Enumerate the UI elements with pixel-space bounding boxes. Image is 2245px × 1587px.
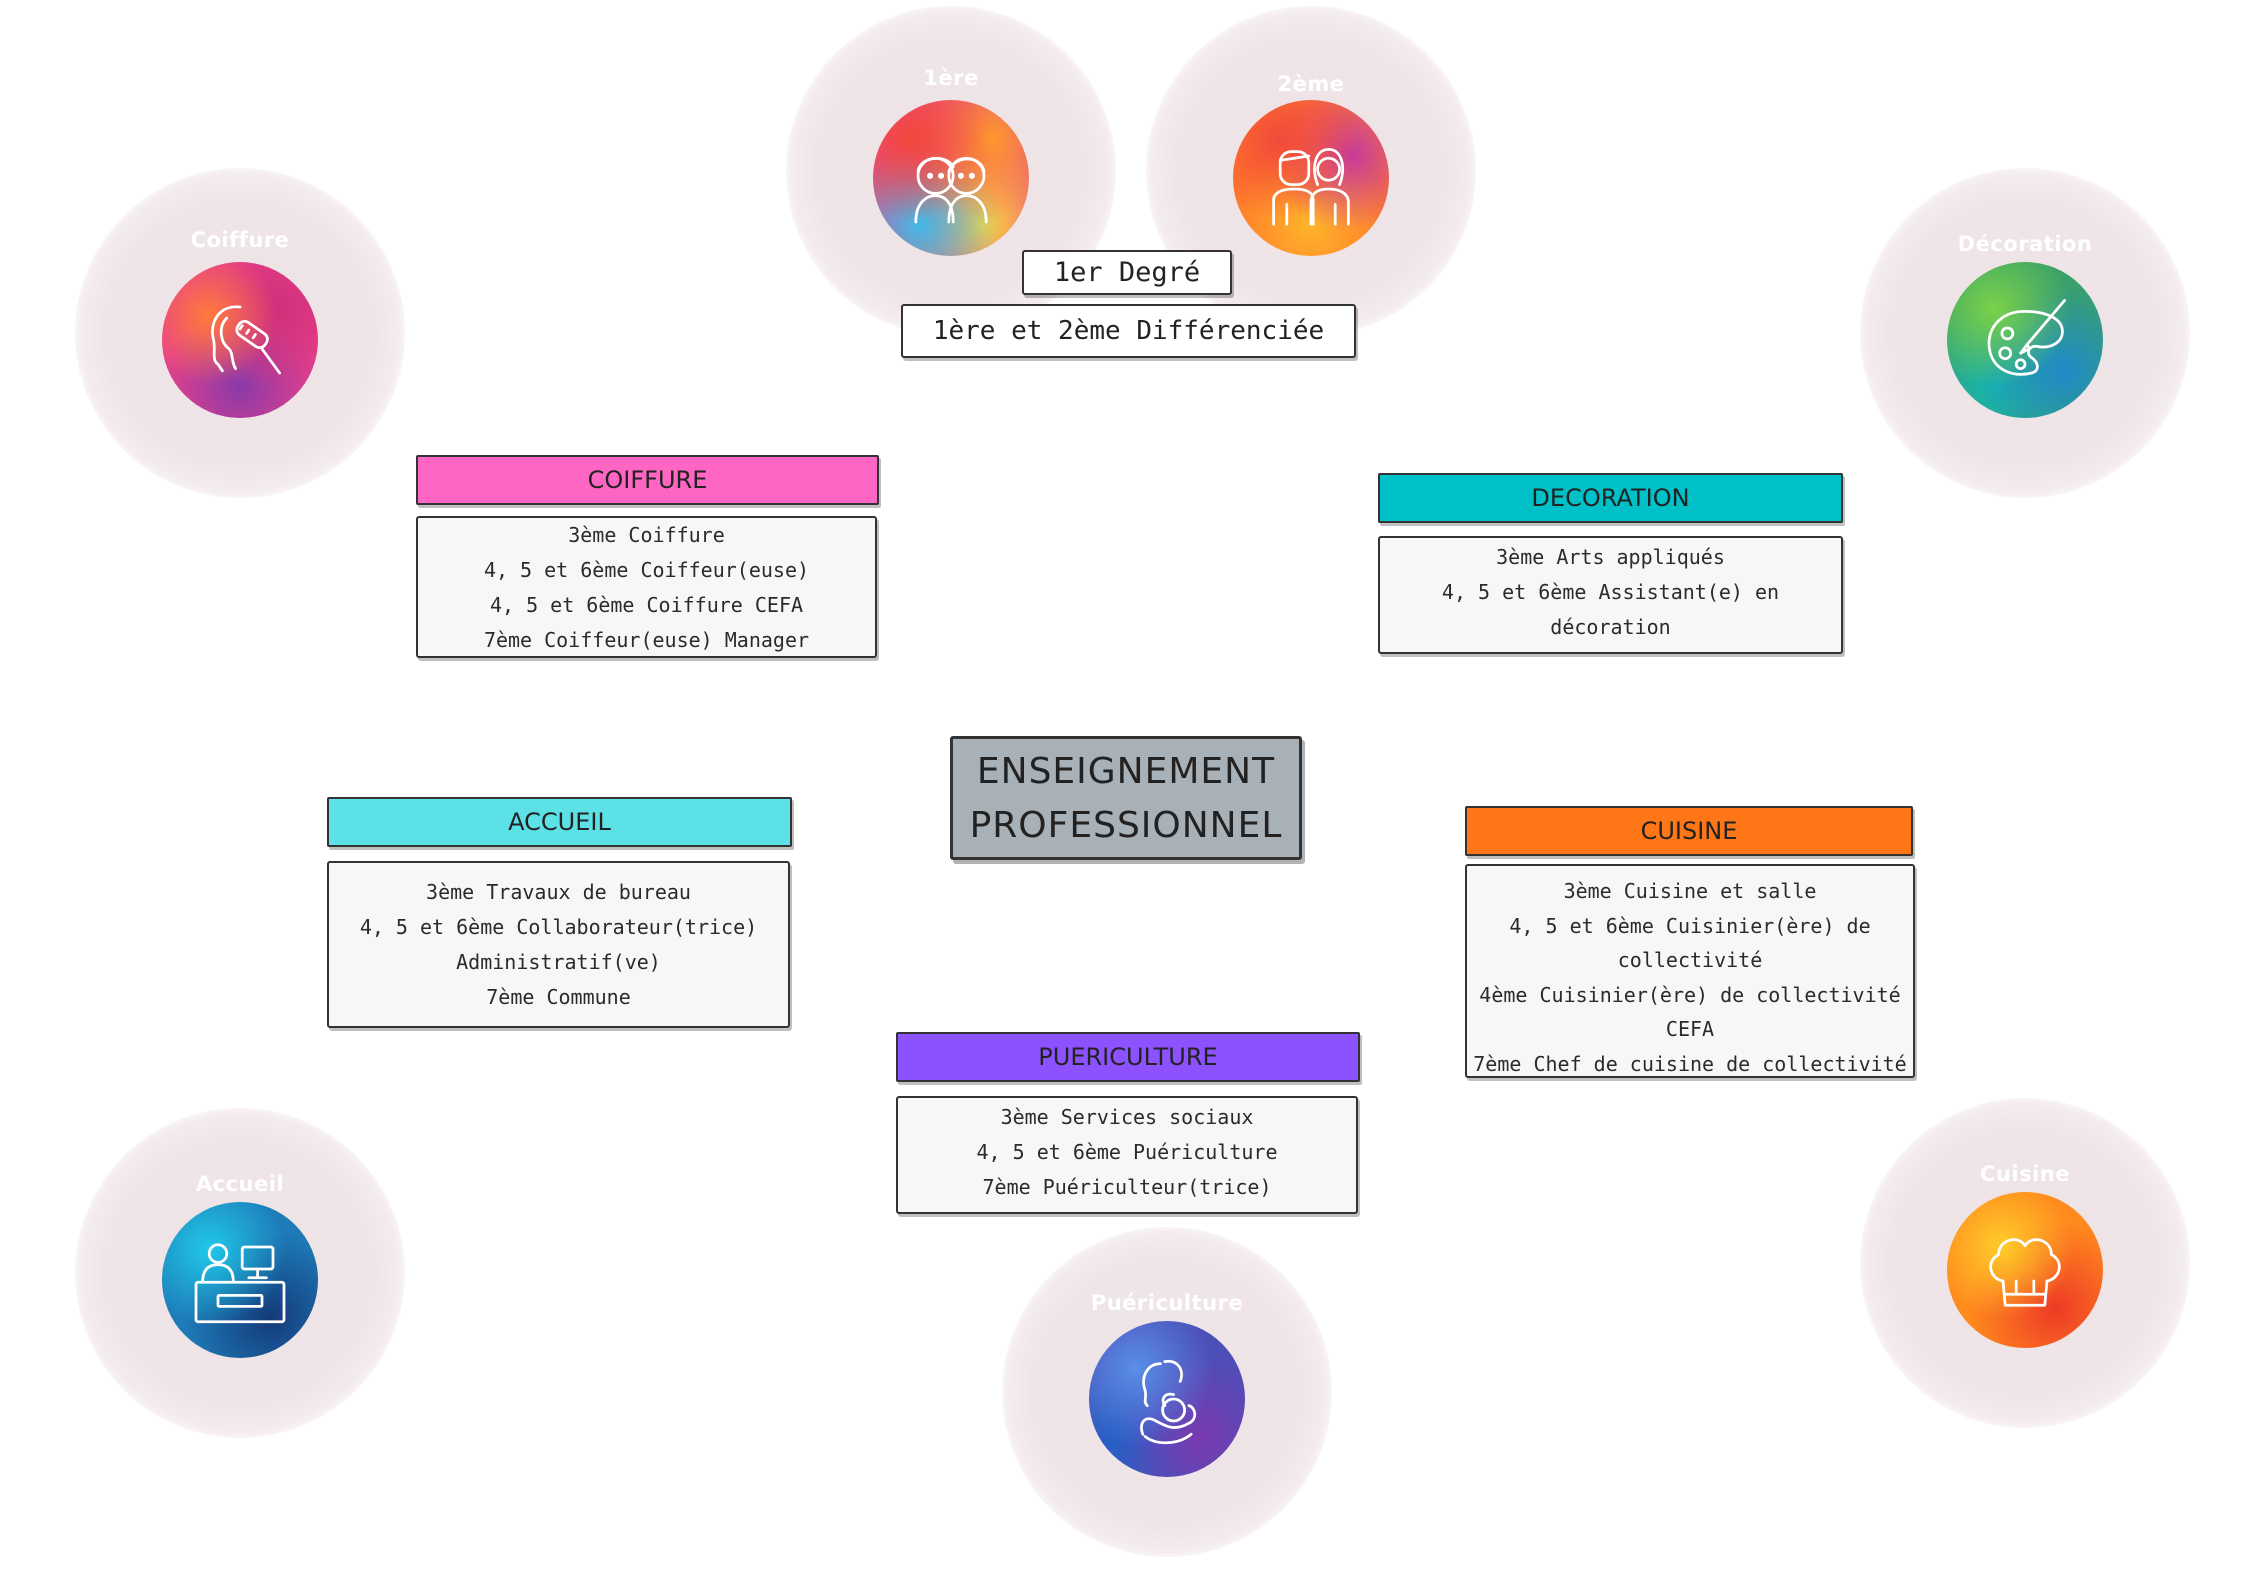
degree-title: 1er Degré xyxy=(1022,250,1232,295)
mother-baby-icon xyxy=(1089,1321,1245,1477)
cuisine-icon-blob: Cuisine xyxy=(1860,1098,2190,1428)
accueil-icon-label: Accueil xyxy=(195,1172,285,1196)
list-item: 3ème Coiffure xyxy=(568,523,725,547)
list-item: 4, 5 et 6ème Cuisinier(ère) de xyxy=(1509,913,1871,938)
center-title: ENSEIGNEMENT PROFESSIONNEL xyxy=(950,736,1302,860)
list-item: Administratif(ve) xyxy=(456,950,661,974)
coiffure-list: 3ème Coiffure 4, 5 et 6ème Coiffeur(euse… xyxy=(416,516,877,658)
premiere-icon-blob: 1ère xyxy=(786,6,1116,336)
puericulture-header: PUERICULTURE xyxy=(896,1032,1360,1082)
list-item: 4, 5 et 6ème Coiffure CEFA xyxy=(489,593,804,617)
list-item: 3ème Cuisine et salle xyxy=(1563,879,1817,903)
list-item: 4ème Cuisinier(ère) de collectivité xyxy=(1479,982,1901,1007)
list-item: 7ème Commune xyxy=(486,985,631,1009)
list-item: décoration xyxy=(1550,615,1671,639)
list-item: 4, 5 et 6ème Collaborateur(trice) xyxy=(359,915,758,939)
center-title-line2: PROFESSIONNEL xyxy=(969,805,1283,846)
center-title-line1: ENSEIGNEMENT xyxy=(976,751,1276,792)
list-item: 4, 5 et 6ème Puériculture xyxy=(976,1140,1278,1164)
list-item: 7ème Puériculteur(trice) xyxy=(982,1175,1272,1199)
hair-brush-icon xyxy=(162,262,318,418)
decoration-icon-label: Décoration xyxy=(1957,232,2093,256)
teens-icon xyxy=(1233,100,1389,256)
chef-hat-icon xyxy=(1947,1192,2103,1348)
deuxieme-icon-label: 2ème xyxy=(1277,72,1345,96)
list-item: 3ème Arts appliqués xyxy=(1496,545,1725,569)
accueil-icon-blob: Accueil xyxy=(75,1108,405,1438)
list-item: 7ème Chef de cuisine de collectivité xyxy=(1473,1051,1907,1076)
reception-desk-icon xyxy=(162,1202,318,1358)
children-icon xyxy=(873,100,1029,256)
cuisine-header: CUISINE xyxy=(1465,806,1913,856)
puericulture-icon-label: Puériculture xyxy=(1090,1291,1244,1315)
list-item: 3ème Travaux de bureau xyxy=(426,880,691,904)
list-item: 4, 5 et 6ème Coiffeur(euse) xyxy=(483,558,810,582)
decoration-header: DECORATION xyxy=(1378,473,1843,523)
puericulture-icon-blob: Puériculture xyxy=(1002,1227,1332,1557)
premiere-icon-label: 1ère xyxy=(923,66,979,90)
decoration-list: 3ème Arts appliqués 4, 5 et 6ème Assista… xyxy=(1378,536,1843,654)
cuisine-icon-label: Cuisine xyxy=(1980,1162,2070,1186)
paint-palette-icon xyxy=(1947,262,2103,418)
puericulture-list: 3ème Services sociaux 4, 5 et 6ème Puéri… xyxy=(896,1096,1358,1214)
accueil-header: ACCUEIL xyxy=(327,797,792,847)
list-item: 3ème Services sociaux xyxy=(1000,1105,1254,1129)
coiffure-header: COIFFURE xyxy=(416,455,879,505)
degree-subtitle: 1ère et 2ème Différenciée xyxy=(901,304,1356,358)
deuxieme-icon-blob: 2ème xyxy=(1146,6,1476,336)
list-item: 4, 5 et 6ème Assistant(e) en xyxy=(1441,580,1780,604)
coiffure-icon-blob: Coiffure xyxy=(75,168,405,498)
cuisine-list: 3ème Cuisine et salle 4, 5 et 6ème Cuisi… xyxy=(1465,864,1915,1078)
decoration-icon-blob: Décoration xyxy=(1860,168,2190,498)
list-item: collectivité xyxy=(1617,948,1763,972)
accueil-list: 3ème Travaux de bureau 4, 5 et 6ème Coll… xyxy=(327,861,790,1028)
coiffure-icon-label: Coiffure xyxy=(190,228,290,252)
list-item: 7ème Coiffeur(euse) Manager xyxy=(483,628,810,652)
list-item: CEFA xyxy=(1665,1017,1715,1041)
